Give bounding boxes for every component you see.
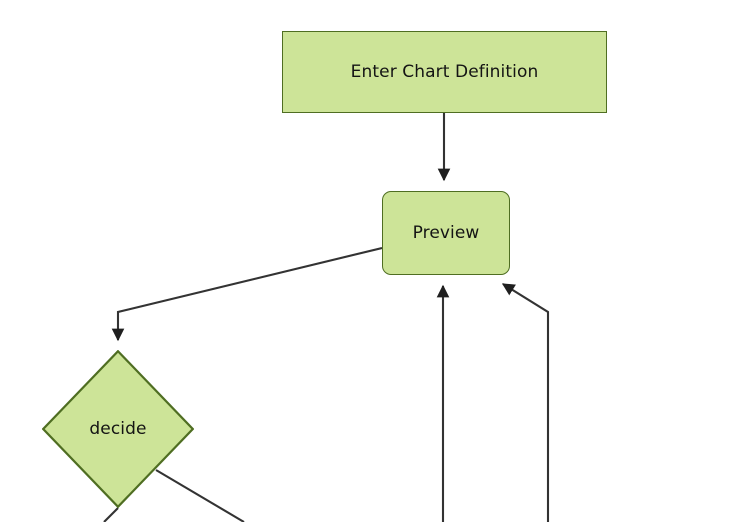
edge-incoming-right-to-preview (501, 283, 550, 522)
node-label-preview: Preview (412, 222, 480, 243)
node-decide[interactable]: decide (42, 350, 194, 508)
diamond-shape (42, 350, 194, 508)
node-preview[interactable]: Preview (382, 191, 510, 275)
edge-decide-out-left (103, 507, 119, 522)
edge-preview-to-decide (111, 246, 383, 342)
node-label-decide: decide (89, 418, 147, 439)
diamond-label-wrap: decide (42, 350, 194, 508)
node-enter-chart-definition[interactable]: Enter Chart Definition (282, 31, 607, 113)
node-label-enter-chart-definition: Enter Chart Definition (350, 61, 539, 82)
edge-decide-out-right (155, 469, 245, 522)
